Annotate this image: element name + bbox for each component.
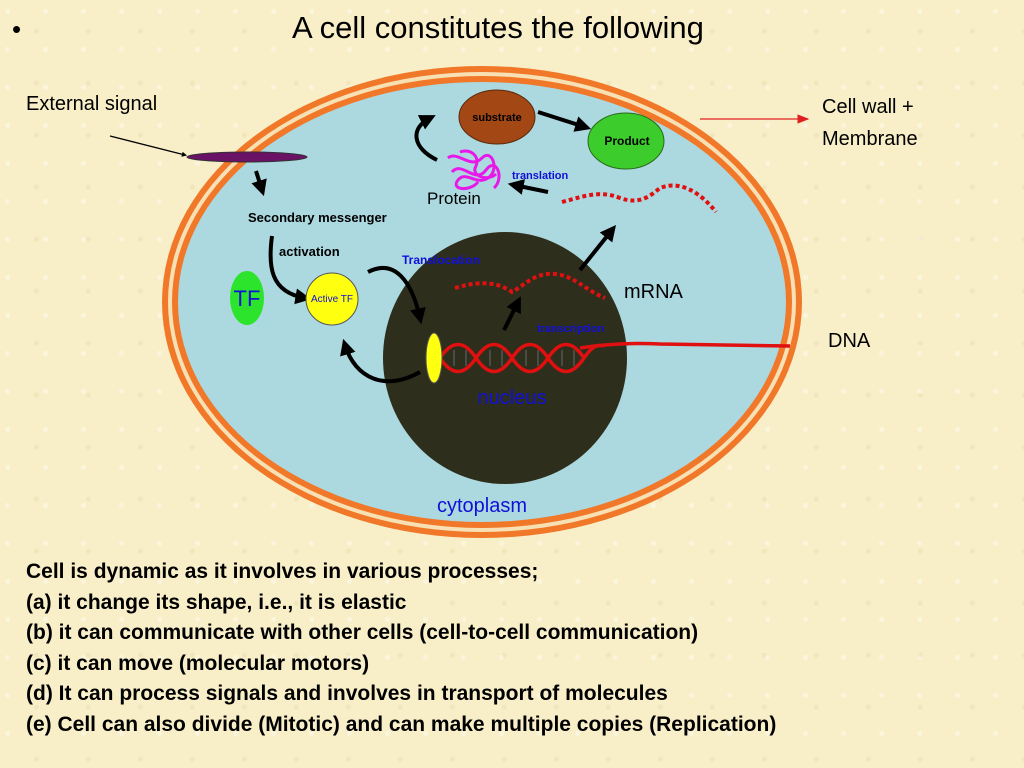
tf-label: TF <box>234 286 261 311</box>
external-signal-label: External signal <box>26 93 157 115</box>
activation-label: activation <box>279 244 340 259</box>
active-tf-node <box>305 272 359 326</box>
process-intro: Cell is dynamic as it involves in variou… <box>26 560 539 583</box>
external-signal-line <box>109 135 188 157</box>
process-list: Cell is dynamic as it involves in variou… <box>26 557 776 740</box>
dna-helix <box>438 342 605 374</box>
bullet-marker: • <box>12 14 22 44</box>
product-node <box>587 112 665 170</box>
cytoplasm-label: cytoplasm <box>437 495 527 517</box>
protein-label: Protein <box>427 189 481 208</box>
nucleus <box>383 232 627 484</box>
substrate-label: substrate <box>472 112 522 124</box>
process-item-a: (a) it change its shape, i.e., it is ela… <box>26 590 407 614</box>
product-label: Product <box>604 134 649 148</box>
translation-label: translation <box>512 170 569 182</box>
cell-diagram: External signal Cell wall + Membrane sub… <box>26 66 918 538</box>
slide-title: A cell constitutes the following <box>292 10 704 45</box>
process-item-d: (d) It can process signals and involves … <box>26 682 668 705</box>
arrow-tf-release <box>340 338 421 384</box>
receptor <box>186 151 308 163</box>
dna-strand-line <box>579 341 791 350</box>
process-item-c: (c) it can move (molecular motors) <box>26 651 370 675</box>
arrow-mrna-export <box>578 225 616 272</box>
mrna-strand-nucleus <box>454 271 606 300</box>
arrow-activation <box>268 235 312 305</box>
transcription-label: transcription <box>537 323 605 335</box>
nucleus-label: nucleus <box>478 387 547 409</box>
mrna-strand-cytoplasm <box>561 183 718 214</box>
tf-node <box>230 271 264 325</box>
arrow-translation <box>507 179 549 195</box>
process-item-e: (e) Cell can also divide (Mitotic) and c… <box>26 712 777 736</box>
mrna-label: mRNA <box>624 281 684 303</box>
substrate-node <box>458 89 536 145</box>
arrow-substrate-to-product <box>537 110 592 132</box>
translocation-label: Translocation <box>402 253 480 267</box>
process-item-b: (b) it can communicate with other cells … <box>26 621 699 644</box>
arrow-transcription <box>502 296 521 331</box>
cell-wall-label-line2: Membrane <box>822 128 918 150</box>
secondary-messenger-label: Secondary messenger <box>248 210 387 225</box>
bound-tf <box>425 332 443 384</box>
cell-wall-label-line1: Cell wall + <box>822 96 914 118</box>
dna-label: DNA <box>828 330 871 352</box>
arrow-translocation <box>367 265 426 325</box>
active-tf-label: Active TF <box>311 294 353 305</box>
arrow-receptor-to-messenger <box>251 170 267 197</box>
protein-coil <box>447 149 501 190</box>
arrow-protein-to-substrate <box>414 115 438 162</box>
